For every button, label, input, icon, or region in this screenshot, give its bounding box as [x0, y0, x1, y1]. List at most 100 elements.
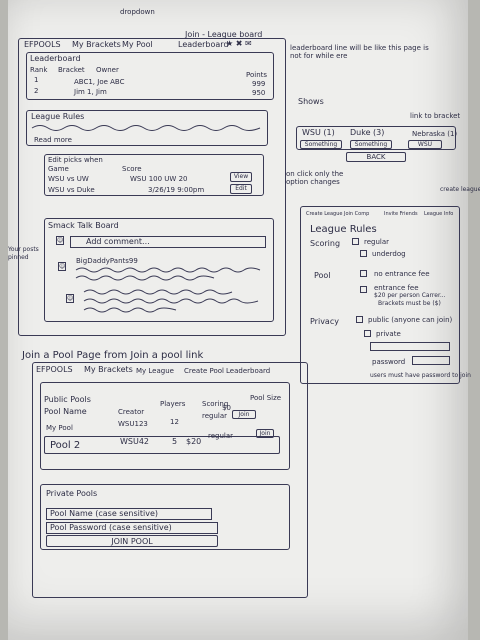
pool2-players: 5: [172, 437, 178, 446]
row1-points: 999: [252, 80, 266, 88]
page2-frame: [32, 362, 308, 598]
join-pool-button[interactable]: JOIN POOL: [46, 535, 218, 547]
wsu-button[interactable]: WSU: [408, 140, 442, 149]
page2-nav-league[interactable]: My League: [136, 367, 174, 375]
nav-icons[interactable]: ★ ✖ ✉: [226, 39, 252, 48]
link-note: link to bracket: [410, 112, 461, 120]
public-pools-title: Public Pools: [44, 395, 91, 404]
page2-nav-leaderboard[interactable]: Leaderboard: [226, 367, 271, 375]
something-button-2[interactable]: Something: [350, 140, 392, 149]
smack-talk-panel: [44, 218, 274, 322]
no-fee-checkbox[interactable]: [360, 270, 367, 277]
something-button-1[interactable]: Something: [300, 140, 342, 149]
public-pools-panel: [40, 382, 290, 470]
leaderboard-note: leaderboard line will be like this page …: [290, 44, 429, 60]
tab-create-league[interactable]: Create League: [306, 211, 343, 217]
row1-bracket[interactable]: ABC1, Joe ABC: [74, 78, 125, 86]
edit-picks-title: Edit picks when: [48, 156, 103, 164]
pick2-score: 3/26/19 9:00pm: [148, 186, 205, 194]
pool1-creator: WSU123: [118, 420, 148, 428]
private-pools-title: Private Pools: [46, 489, 98, 498]
row2-rank: 2: [34, 87, 39, 95]
pick1-score: WSU 100 UW 20: [130, 175, 188, 183]
no-fee-label: no entrance fee: [374, 270, 430, 278]
rules-text-scribble: [30, 122, 264, 134]
join-league-note: Join - League board: [185, 30, 263, 39]
user-avatar-icon: ☺: [56, 236, 64, 245]
team-wsu: WSU (1): [302, 128, 335, 137]
pool-password-input[interactable]: [46, 522, 218, 534]
col-points: Points: [246, 71, 268, 79]
commenter2-avatar-icon: ☺: [66, 294, 74, 303]
join-pool1-button[interactable]: Join: [232, 410, 256, 419]
col-pool-name: Pool Name: [44, 407, 87, 416]
commenter-avatar-icon: ☺: [58, 262, 66, 271]
scoring-label: Scoring: [310, 239, 341, 248]
public-checkbox[interactable]: [356, 316, 363, 323]
fee-detail: $20 per person Carrer...: [374, 292, 446, 299]
col-creator: Creator: [118, 408, 145, 416]
team-nebraska: Nebraska (1): [412, 130, 458, 138]
underdog-label: underdog: [372, 250, 406, 258]
col-players: Players: [160, 400, 186, 408]
regular-label: regular: [364, 238, 390, 246]
smack-title: Smack Talk Board: [48, 221, 119, 230]
password-field[interactable]: [412, 356, 450, 365]
private-checkbox[interactable]: [364, 330, 371, 337]
underdog-checkbox[interactable]: [360, 250, 367, 257]
fee-label: entrance fee: [374, 284, 419, 292]
pool-name-input[interactable]: [46, 508, 212, 520]
nav-leaderboard[interactable]: Leaderboard: [178, 40, 229, 49]
league-rules-title: League Rules: [31, 112, 85, 121]
on-click-note: on click only the option changes: [286, 170, 344, 186]
row1-rank: 1: [34, 76, 39, 84]
pool1-scoring: regular: [202, 412, 228, 420]
col-rank: Rank: [30, 66, 48, 74]
comment-placeholder: Add comment...: [86, 237, 150, 246]
nav-logo[interactable]: EFPOOLS: [24, 40, 61, 49]
tab-join-comp[interactable]: Join Comp: [344, 211, 370, 217]
nav-my-pool[interactable]: My Pool: [122, 40, 153, 49]
pool2-size: regular: [208, 432, 234, 440]
comment-user[interactable]: BigDaddyPants99: [76, 257, 138, 265]
nav-my-brackets[interactable]: My Brackets: [72, 40, 121, 49]
regular-checkbox[interactable]: [352, 238, 359, 245]
public-label: public (anyone can join): [368, 316, 453, 324]
private-pools-panel: [40, 484, 290, 550]
create-league-note: create league: [440, 186, 480, 193]
password-note: users must have password to join: [370, 372, 471, 379]
leaderboard-panel: [26, 52, 274, 100]
pool-password-placeholder: Pool Password (case sensitive): [50, 523, 172, 532]
view-pick-button[interactable]: View: [230, 172, 252, 182]
leaderboard-title: Leaderboard: [30, 54, 81, 63]
comment-input[interactable]: [70, 236, 266, 248]
comment2-text-scribble: [82, 288, 268, 314]
page1-frame: [18, 38, 286, 336]
team-duke: Duke (3): [350, 128, 385, 137]
pick2-game: WSU vs Duke: [48, 186, 95, 194]
tab-invite-friends[interactable]: Invite Friends: [384, 211, 418, 217]
edit-pick-button[interactable]: Edit: [230, 184, 252, 194]
pool-name-placeholder: Pool Name (case sensitive): [50, 509, 158, 518]
page2-nav-create[interactable]: Create Pool: [184, 367, 224, 375]
col-pool-size: Pool Size: [250, 394, 282, 402]
shows-label: Shows: [298, 97, 324, 106]
private-name-field[interactable]: [370, 342, 450, 351]
join-pool2-button[interactable]: Join: [256, 429, 274, 438]
pool1-name: My Pool: [46, 424, 73, 432]
pool2-name: Pool 2: [50, 440, 81, 451]
col-score: Score: [122, 165, 142, 173]
pool2-scoring: $20: [186, 437, 202, 446]
fee-checkbox[interactable]: [360, 286, 367, 293]
pool-label: Pool: [314, 271, 331, 280]
pool2-creator: WSU42: [120, 437, 150, 446]
tab-league-info[interactable]: League Info: [424, 211, 454, 217]
page2-nav-brackets[interactable]: My Brackets: [84, 365, 133, 374]
back-button[interactable]: BACK: [346, 152, 406, 162]
private-label: private: [376, 330, 401, 338]
read-more-link[interactable]: Read more: [34, 136, 72, 144]
privacy-label: Privacy: [310, 317, 339, 326]
row2-bracket[interactable]: Jim 1, Jim: [74, 88, 107, 96]
page2-nav-logo[interactable]: EFPOOLS: [36, 365, 73, 374]
pick1-game: WSU vs UW: [48, 175, 89, 183]
